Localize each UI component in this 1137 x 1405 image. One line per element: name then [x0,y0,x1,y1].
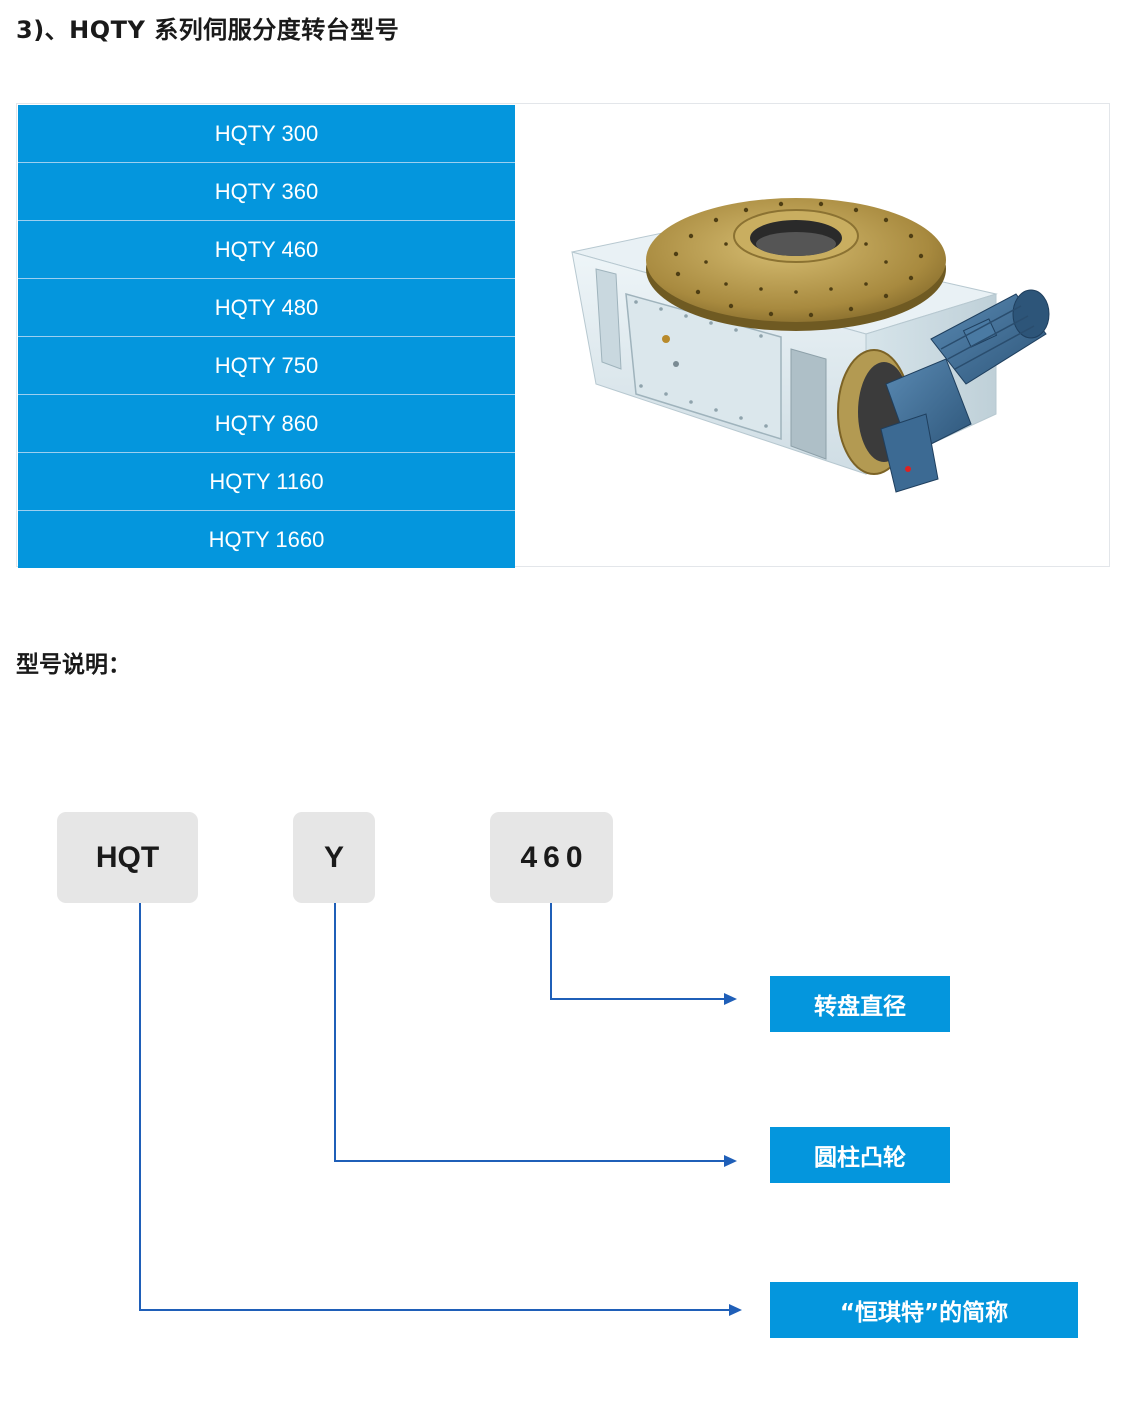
model-row-750: HQTY 750 [18,337,515,395]
connector-type [334,903,730,1162]
label-brand-abbreviation: “恒琪特”的简称 [770,1282,1078,1338]
model-row-860: HQTY 860 [18,395,515,453]
model-row-480: HQTY 480 [18,279,515,337]
model-table: HQTY 300 HQTY 360 HQTY 460 HQTY 480 HQTY… [16,103,1110,568]
model-list: HQTY 300 HQTY 360 HQTY 460 HQTY 480 HQTY… [18,105,515,568]
connector-size [550,903,730,1000]
model-row-1160: HQTY 1160 [18,453,515,511]
code-part-brand: HQT [57,812,198,903]
page-heading: 3)、HQTY 系列伺服分度转台型号 [16,16,400,44]
connector-brand [139,903,735,1311]
rotary-table-product-image [571,198,1050,493]
label-turntable-diameter: 转盘直径 [770,976,950,1032]
model-row-460: HQTY 460 [18,221,515,279]
model-row-360: HQTY 360 [18,163,515,221]
arrow-head-brand [729,1304,742,1316]
arrow-head-size [724,993,737,1005]
label-cylindrical-cam: 圆柱凸轮 [770,1127,950,1183]
arrow-head-type [724,1155,737,1167]
code-part-size: 460 [490,812,613,903]
section-title: 型号说明： [16,652,131,678]
code-part-type: Y [293,812,375,903]
model-row-1660: HQTY 1660 [18,511,515,568]
model-row-300: HQTY 300 [18,105,515,163]
